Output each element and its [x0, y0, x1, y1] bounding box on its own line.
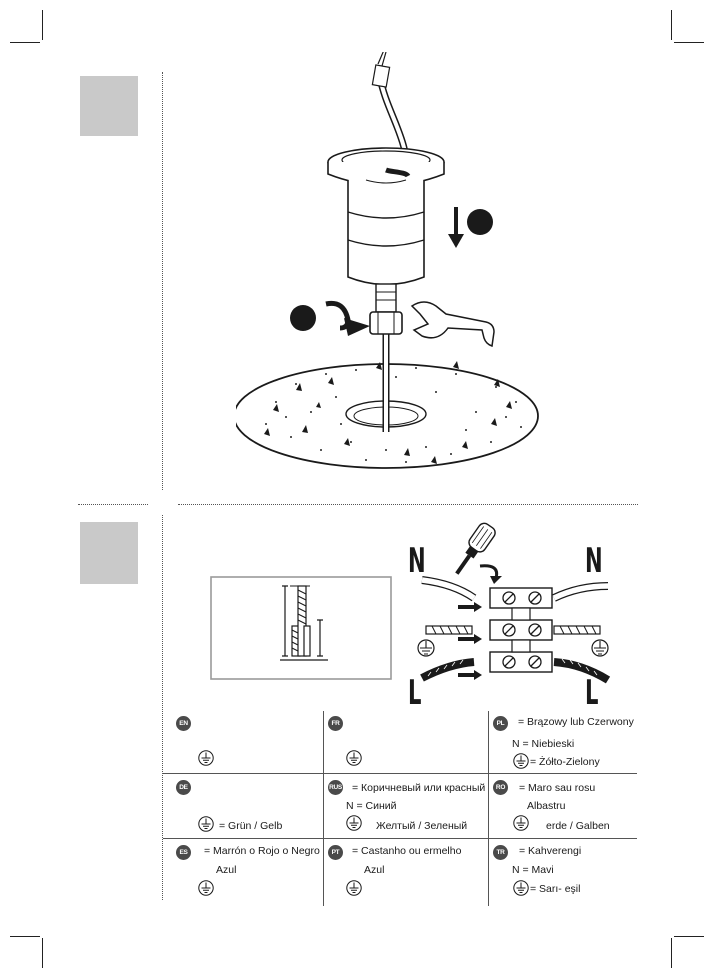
lang-badge-tr: TR: [493, 845, 508, 860]
rus-blue-text: N = Синий: [346, 800, 397, 812]
label-neutral-left: N: [408, 541, 426, 581]
ro-brown-text: = Maro sau rosu: [519, 782, 596, 794]
earth-icon: [198, 816, 214, 832]
ro-blue-text: Albastru: [527, 800, 566, 812]
crop-mark: [42, 10, 43, 40]
earth-icon: [513, 880, 529, 896]
rus-brown-text: = Коричневый или красный: [352, 782, 486, 794]
dotted-divider-vertical: [162, 72, 163, 490]
earth-icon: [346, 880, 362, 896]
tr-earth-text: = Sarı- eşil: [530, 883, 581, 895]
lang-badge-rus: RUS: [328, 780, 343, 795]
lang-badge-pl: PL: [493, 716, 508, 731]
dotted-divider-horizontal: [178, 504, 638, 505]
tr-brown-text: = Kahverengi: [519, 845, 582, 857]
lang-badge-es: ES: [176, 845, 191, 860]
earth-icon: [346, 815, 362, 831]
wiring-diagram: [417, 522, 611, 684]
es-brown-text: = Marrón o Rojo o Negro: [204, 845, 320, 857]
lang-badge-ro: RO: [493, 780, 508, 795]
pt-blue-text: Azul: [364, 864, 385, 876]
tr-blue-text: N = Mavi: [512, 864, 554, 876]
label-live-left: L: [408, 673, 422, 713]
earth-icon: [513, 753, 529, 769]
earth-icon: [198, 880, 214, 896]
label-live-right: L: [585, 673, 599, 713]
installation-illustration: [236, 52, 539, 469]
pl-brown-text: = Brązowy lub Czerwony: [518, 716, 634, 728]
de-earth-text: = Grün / Gelb: [219, 820, 283, 832]
lang-badge-pt: PT: [328, 845, 343, 860]
step-box-2: [80, 522, 138, 584]
dotted-divider-vertical: [162, 515, 163, 900]
earth-icon: [346, 750, 362, 766]
crop-mark: [674, 42, 704, 43]
rus-earth-text: Желтый / Зеленый: [376, 820, 468, 832]
pt-brown-text: = Castanho ou ermelho: [352, 845, 462, 857]
crop-mark: [42, 938, 43, 968]
earth-icon: [198, 750, 214, 766]
cable-strip-detail: [210, 576, 392, 680]
earth-icon: [513, 815, 529, 831]
lang-badge-fr: FR: [328, 716, 343, 731]
es-blue-text: Azul: [216, 864, 237, 876]
step-box-1: [80, 76, 138, 136]
lang-badge-en: EN: [176, 716, 191, 731]
lang-badge-de: DE: [176, 780, 191, 795]
crop-mark: [10, 42, 40, 43]
crop-mark: [671, 938, 672, 968]
crop-mark: [10, 936, 40, 937]
legend-table: [163, 711, 637, 906]
crop-mark: [674, 936, 704, 937]
crop-mark: [671, 10, 672, 40]
pl-earth-text: = Żółto-Zielony: [530, 756, 600, 768]
ro-earth-text: erde / Galben: [546, 820, 610, 832]
pl-blue-text: N = Niebieski: [512, 738, 575, 750]
dotted-divider-horizontal: [78, 504, 148, 505]
label-neutral-right: N: [585, 541, 603, 581]
